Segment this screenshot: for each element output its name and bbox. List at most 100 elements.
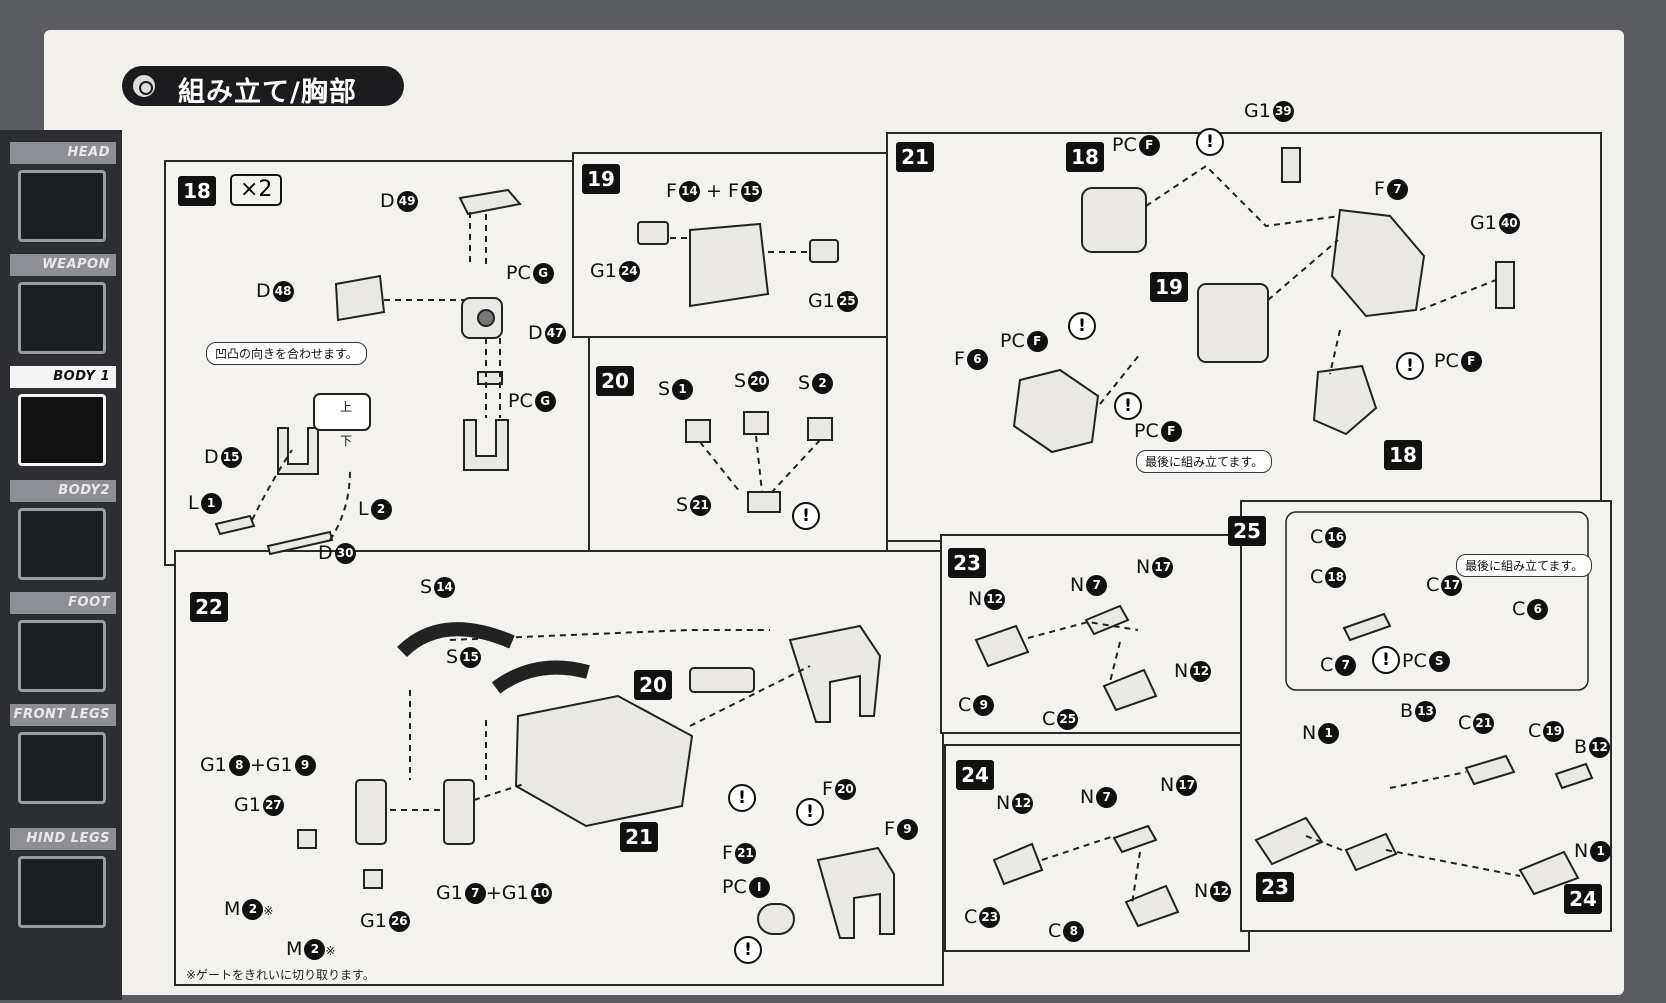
caution-icon: ! <box>1114 392 1142 420</box>
ref-step-24: 24 <box>1564 884 1602 914</box>
caution-icon: ! <box>1396 352 1424 380</box>
weapon-thumbnail <box>18 282 106 354</box>
tab-front-legs[interactable]: FRONT LEGS <box>10 704 120 814</box>
tab-hind-legs[interactable]: HIND LEGS <box>10 828 120 938</box>
ref-step-19: 19 <box>1150 272 1188 302</box>
foot-thumbnail <box>18 620 106 692</box>
note-align: 凹凸の向きを合わせます。 <box>206 342 367 365</box>
step-23-number: 23 <box>948 548 986 578</box>
footnote: ※ゲートをきれいに切り取ります。 <box>186 968 375 982</box>
ref-step-23: 23 <box>1256 872 1294 902</box>
inset-up-label: 上 <box>340 400 353 414</box>
front-legs-thumbnail <box>18 732 106 804</box>
step-25-number: 25 <box>1228 516 1266 546</box>
caution-icon: ! <box>1372 646 1400 674</box>
step-18-number: 18 <box>178 176 216 206</box>
step-18-multiplier: ×2 <box>230 174 283 206</box>
tab-label: HIND LEGS <box>10 828 116 850</box>
tab-weapon[interactable]: WEAPON <box>10 254 120 364</box>
caution-icon: ! <box>796 798 824 826</box>
note-assemble-last: 最後に組み立てます。 <box>1456 554 1593 577</box>
ref-step-18: 18 <box>1066 142 1104 172</box>
tab-label: FRONT LEGS <box>10 704 116 726</box>
hind-legs-thumbnail <box>18 856 106 928</box>
caution-icon: ! <box>792 502 820 530</box>
caution-icon: ! <box>1068 312 1096 340</box>
ref-step-20: 20 <box>634 670 672 700</box>
tab-body-1[interactable]: BODY 1 <box>10 366 120 476</box>
ref-step-21: 21 <box>620 822 658 852</box>
tab-head[interactable]: HEAD <box>10 142 120 252</box>
ref-step-18-lower: 18 <box>1384 440 1422 470</box>
gear-icon <box>130 72 158 100</box>
title-bar <box>122 66 404 106</box>
step-19-number: 19 <box>582 164 620 194</box>
page-title: 組み立て/胸部 <box>178 77 357 108</box>
tab-label: WEAPON <box>10 254 116 276</box>
body1-thumbnail <box>18 394 106 466</box>
tab-label: BODY2 <box>10 480 116 502</box>
caution-icon: ! <box>734 936 762 964</box>
caution-icon: ! <box>1196 128 1224 156</box>
tab-label: BODY 1 <box>10 366 116 388</box>
body2-thumbnail <box>18 508 106 580</box>
caution-icon: ! <box>728 784 756 812</box>
tab-label: FOOT <box>10 592 116 614</box>
tab-body-2[interactable]: BODY2 <box>10 480 120 590</box>
tab-label: HEAD <box>10 142 116 164</box>
tab-foot[interactable]: FOOT <box>10 592 120 702</box>
